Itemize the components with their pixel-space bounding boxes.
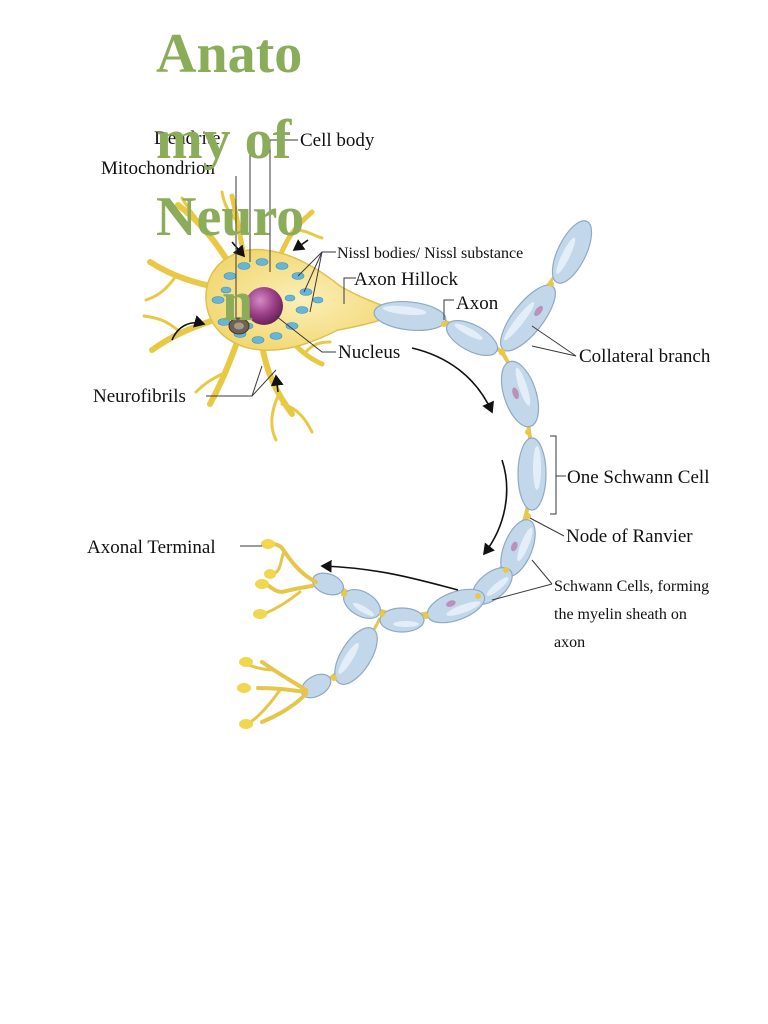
label-collateral-branch: Collateral branch bbox=[579, 346, 711, 367]
label-nissl: Nissl bodies/ Nissl substance bbox=[337, 245, 523, 262]
nodes-of-ranvier bbox=[331, 281, 554, 681]
leader-lines bbox=[206, 139, 577, 601]
title-line-2: my of bbox=[156, 109, 292, 171]
label-axon-hillock: Axon Hillock bbox=[354, 269, 458, 290]
title-line-4: n bbox=[222, 271, 254, 333]
nucleus bbox=[245, 287, 283, 325]
mitochondrion bbox=[228, 317, 250, 335]
direction-arrows bbox=[171, 239, 508, 591]
title-line-3: Neuro bbox=[156, 186, 305, 248]
nissl-bodies bbox=[211, 258, 324, 344]
label-schwann-cells-line-2: the myelin sheath on bbox=[554, 606, 687, 623]
label-axonal-terminal: Axonal Terminal bbox=[87, 537, 216, 558]
axonal-terminals bbox=[237, 539, 318, 729]
label-schwann-cells-line-3: axon bbox=[554, 634, 585, 651]
title-line-1: Anato bbox=[156, 23, 303, 85]
myelin-sheath bbox=[300, 220, 593, 699]
label-axon: Axon bbox=[456, 293, 499, 314]
labels: Dendrite Cell body Mitochondrion Nissl b… bbox=[87, 128, 711, 651]
label-node-of-ranvier: Node of Ranvier bbox=[566, 526, 693, 547]
label-neurofibrils: Neurofibrils bbox=[93, 386, 186, 407]
label-nucleus: Nucleus bbox=[338, 342, 400, 363]
label-one-schwann-cell: One Schwann Cell bbox=[567, 467, 709, 488]
label-dendrite: Dendrite bbox=[154, 128, 220, 149]
label-schwann-cells-line-1: Schwann Cells, forming bbox=[554, 578, 709, 595]
label-mitochondrion: Mitochondrion bbox=[101, 158, 215, 179]
label-cell-body: Cell body bbox=[300, 130, 375, 151]
